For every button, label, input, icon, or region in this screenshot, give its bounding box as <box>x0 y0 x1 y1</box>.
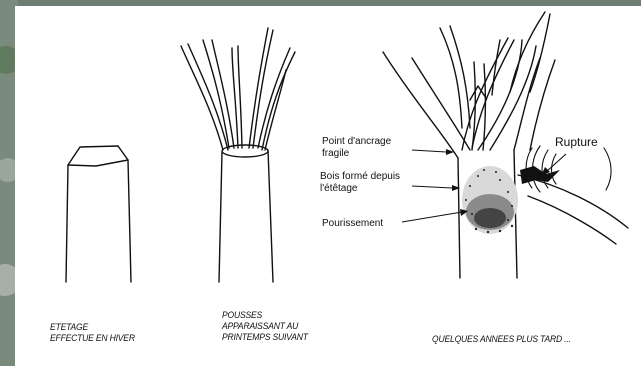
stage3-caption: QUELQUES ANNEES PLUS TARD ... <box>432 334 571 345</box>
anchor-point-label: Point d'ancrage fragile <box>322 136 391 160</box>
new-wood-stipple <box>462 166 518 234</box>
stage1-stump <box>66 146 131 282</box>
anchor-point-arrow <box>412 150 446 152</box>
stage2-trunk <box>219 145 273 282</box>
new-wood-label: Bois formé depuis l'étêtage <box>320 171 400 195</box>
new-wood-arrow <box>412 186 452 188</box>
stage1-caption: ETETAGE EFFECTUE EN HIVER <box>50 322 135 344</box>
rupture-arrow <box>546 154 566 172</box>
stage2-shoots <box>181 28 295 150</box>
stage2-caption: POUSSES APPARAISSANT AU PRINTEMPS SUIVAN… <box>222 310 308 343</box>
rupture-crack-lines <box>526 146 611 192</box>
rot-label: Pourissement <box>322 218 383 230</box>
stage3-broken-branch <box>518 175 628 244</box>
stage3-branches <box>383 12 555 158</box>
rupture-label: Rupture <box>555 136 598 148</box>
rot-arrow <box>402 212 462 222</box>
